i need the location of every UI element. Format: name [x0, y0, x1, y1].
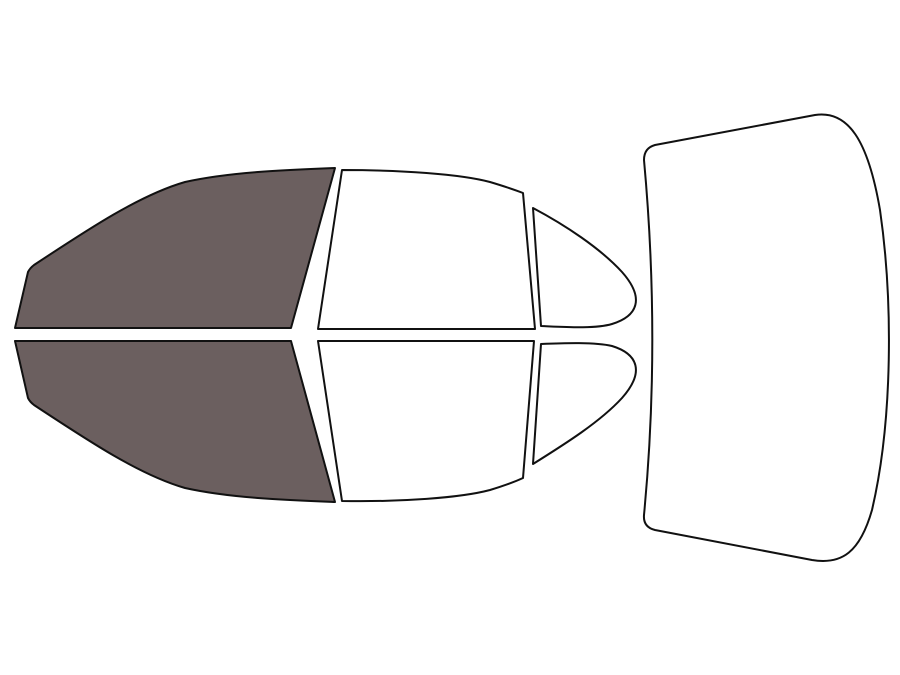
rear-windshield — [642, 113, 890, 562]
quarter-driver-window — [532, 207, 637, 329]
front-driver-window — [14, 167, 336, 329]
rear-passenger-window — [317, 340, 535, 503]
quarter-passenger-window — [532, 342, 637, 465]
rear-driver-window — [317, 169, 536, 330]
front-passenger-window — [14, 340, 336, 503]
